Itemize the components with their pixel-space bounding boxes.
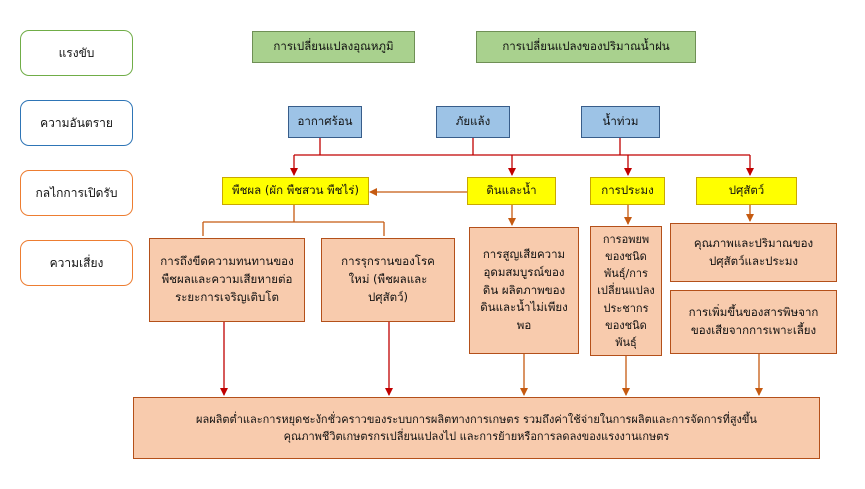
row-label-mechanism: กลไกการเปิดรับ xyxy=(20,170,133,216)
mechanism-crops: พืชผล (ผัก พืชสวน พืชไร่) xyxy=(222,177,369,205)
hazard-drought: ภัยแล้ง xyxy=(436,106,510,138)
risk-tolerance: การถึงขีดความทนทานของพืชผลและความเสียหาย… xyxy=(149,238,305,322)
risk-soil-fertility: การสูญเสียความอุดมสมบูรณ์ของดิน ผลิตภาพข… xyxy=(469,227,579,354)
outcome-line-2: คุณภาพชีวิตเกษตรกรเปลี่ยนแปลงไป และการย้… xyxy=(283,430,670,443)
outcome-box: ผลผลิตต่ำและการหยุดชะงักชั่วคราวของระบบก… xyxy=(133,397,820,459)
mechanism-fishery: การประมง xyxy=(590,177,665,205)
hazard-flood: น้ำท่วม xyxy=(581,106,660,138)
mechanism-livestock: ปศุสัตว์ xyxy=(696,177,797,205)
risk-toxins: การเพิ่มขึ้นของสารพิษจากของเสียจากการเพา… xyxy=(670,290,837,354)
driver-rainfall: การเปลี่ยนแปลงของปริมาณน้ำฝน xyxy=(476,31,696,63)
mechanism-soil-water: ดินและน้ำ xyxy=(467,177,556,205)
risk-species-migration: การอพยพของชนิดพันธุ์/การเปลี่ยนแปลงประชา… xyxy=(590,226,662,356)
row-label-risk: ความเสี่ยง xyxy=(20,240,133,286)
row-label-driver: แรงขับ xyxy=(20,30,133,76)
outcome-line-1: ผลผลิตต่ำและการหยุดชะงักชั่วคราวของระบบก… xyxy=(196,412,757,426)
row-label-hazard: ความอันตราย xyxy=(20,100,133,146)
hazard-heat: อากาศร้อน xyxy=(288,106,362,138)
risk-disease: การรุกรานของโรคใหม่ (พืชผลและปศุสัตว์) xyxy=(321,238,455,322)
driver-temperature: การเปลี่ยนแปลงอุณหภูมิ xyxy=(252,31,415,63)
risk-livestock-quality: คุณภาพและปริมาณของปศุสัตว์และประมง xyxy=(670,223,837,282)
